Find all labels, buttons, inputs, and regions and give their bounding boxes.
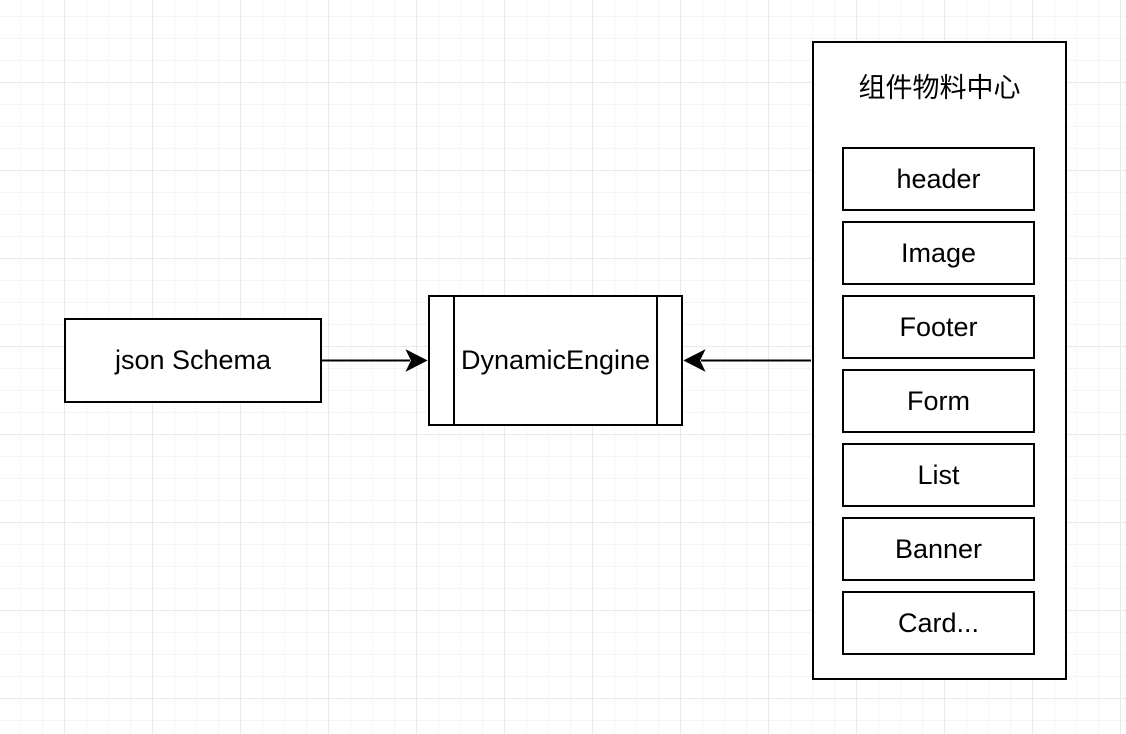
node-json-schema-label: json Schema <box>114 345 272 375</box>
component-item-form: Form <box>842 369 1035 433</box>
node-dynamic-engine: DynamicEngine <box>428 295 683 426</box>
node-dynamic-engine-label: DynamicEngine <box>460 345 651 375</box>
process-right-bar <box>656 297 681 424</box>
component-list: header Image Footer Form List Banner Car… <box>842 147 1035 665</box>
component-item-banner: Banner <box>842 517 1035 581</box>
node-material-center: 组件物料中心 header Image Footer Form List Ban… <box>812 41 1067 680</box>
component-item-header: header <box>842 147 1035 211</box>
process-body: DynamicEngine <box>455 297 656 424</box>
node-json-schema: json Schema <box>64 318 322 403</box>
component-item-card: Card... <box>842 591 1035 655</box>
component-item-list: List <box>842 443 1035 507</box>
arrow-material-center-to-dynamic-engine <box>683 349 811 372</box>
component-item-image: Image <box>842 221 1035 285</box>
component-item-footer: Footer <box>842 295 1035 359</box>
arrow-json-schema-to-dynamic-engine <box>322 349 428 372</box>
process-left-bar <box>430 297 455 424</box>
material-center-title: 组件物料中心 <box>858 73 1021 103</box>
